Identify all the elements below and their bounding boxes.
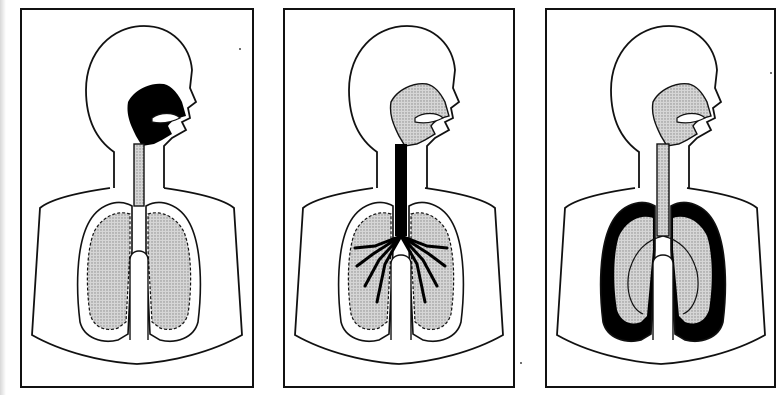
heart-notch [130, 251, 148, 340]
trachea [657, 144, 669, 236]
trachea [134, 144, 144, 206]
heart-notch [391, 255, 411, 340]
panel-trachea-bronchi [283, 8, 515, 388]
trachea [395, 144, 407, 236]
respiratory-diagram-3 [547, 10, 774, 386]
scan-speck [770, 72, 772, 74]
scan-speck [239, 48, 241, 50]
scan-edge-shadow [0, 0, 6, 395]
heart-notch [653, 255, 673, 340]
respiratory-diagram-1 [22, 10, 252, 386]
panel-upper-airway [20, 8, 254, 388]
tongue [152, 114, 180, 123]
scan-speck [520, 362, 522, 364]
tongue [415, 114, 443, 123]
tongue [677, 114, 705, 123]
respiratory-diagram-2 [285, 10, 513, 386]
panel-alveolar-region [545, 8, 776, 388]
